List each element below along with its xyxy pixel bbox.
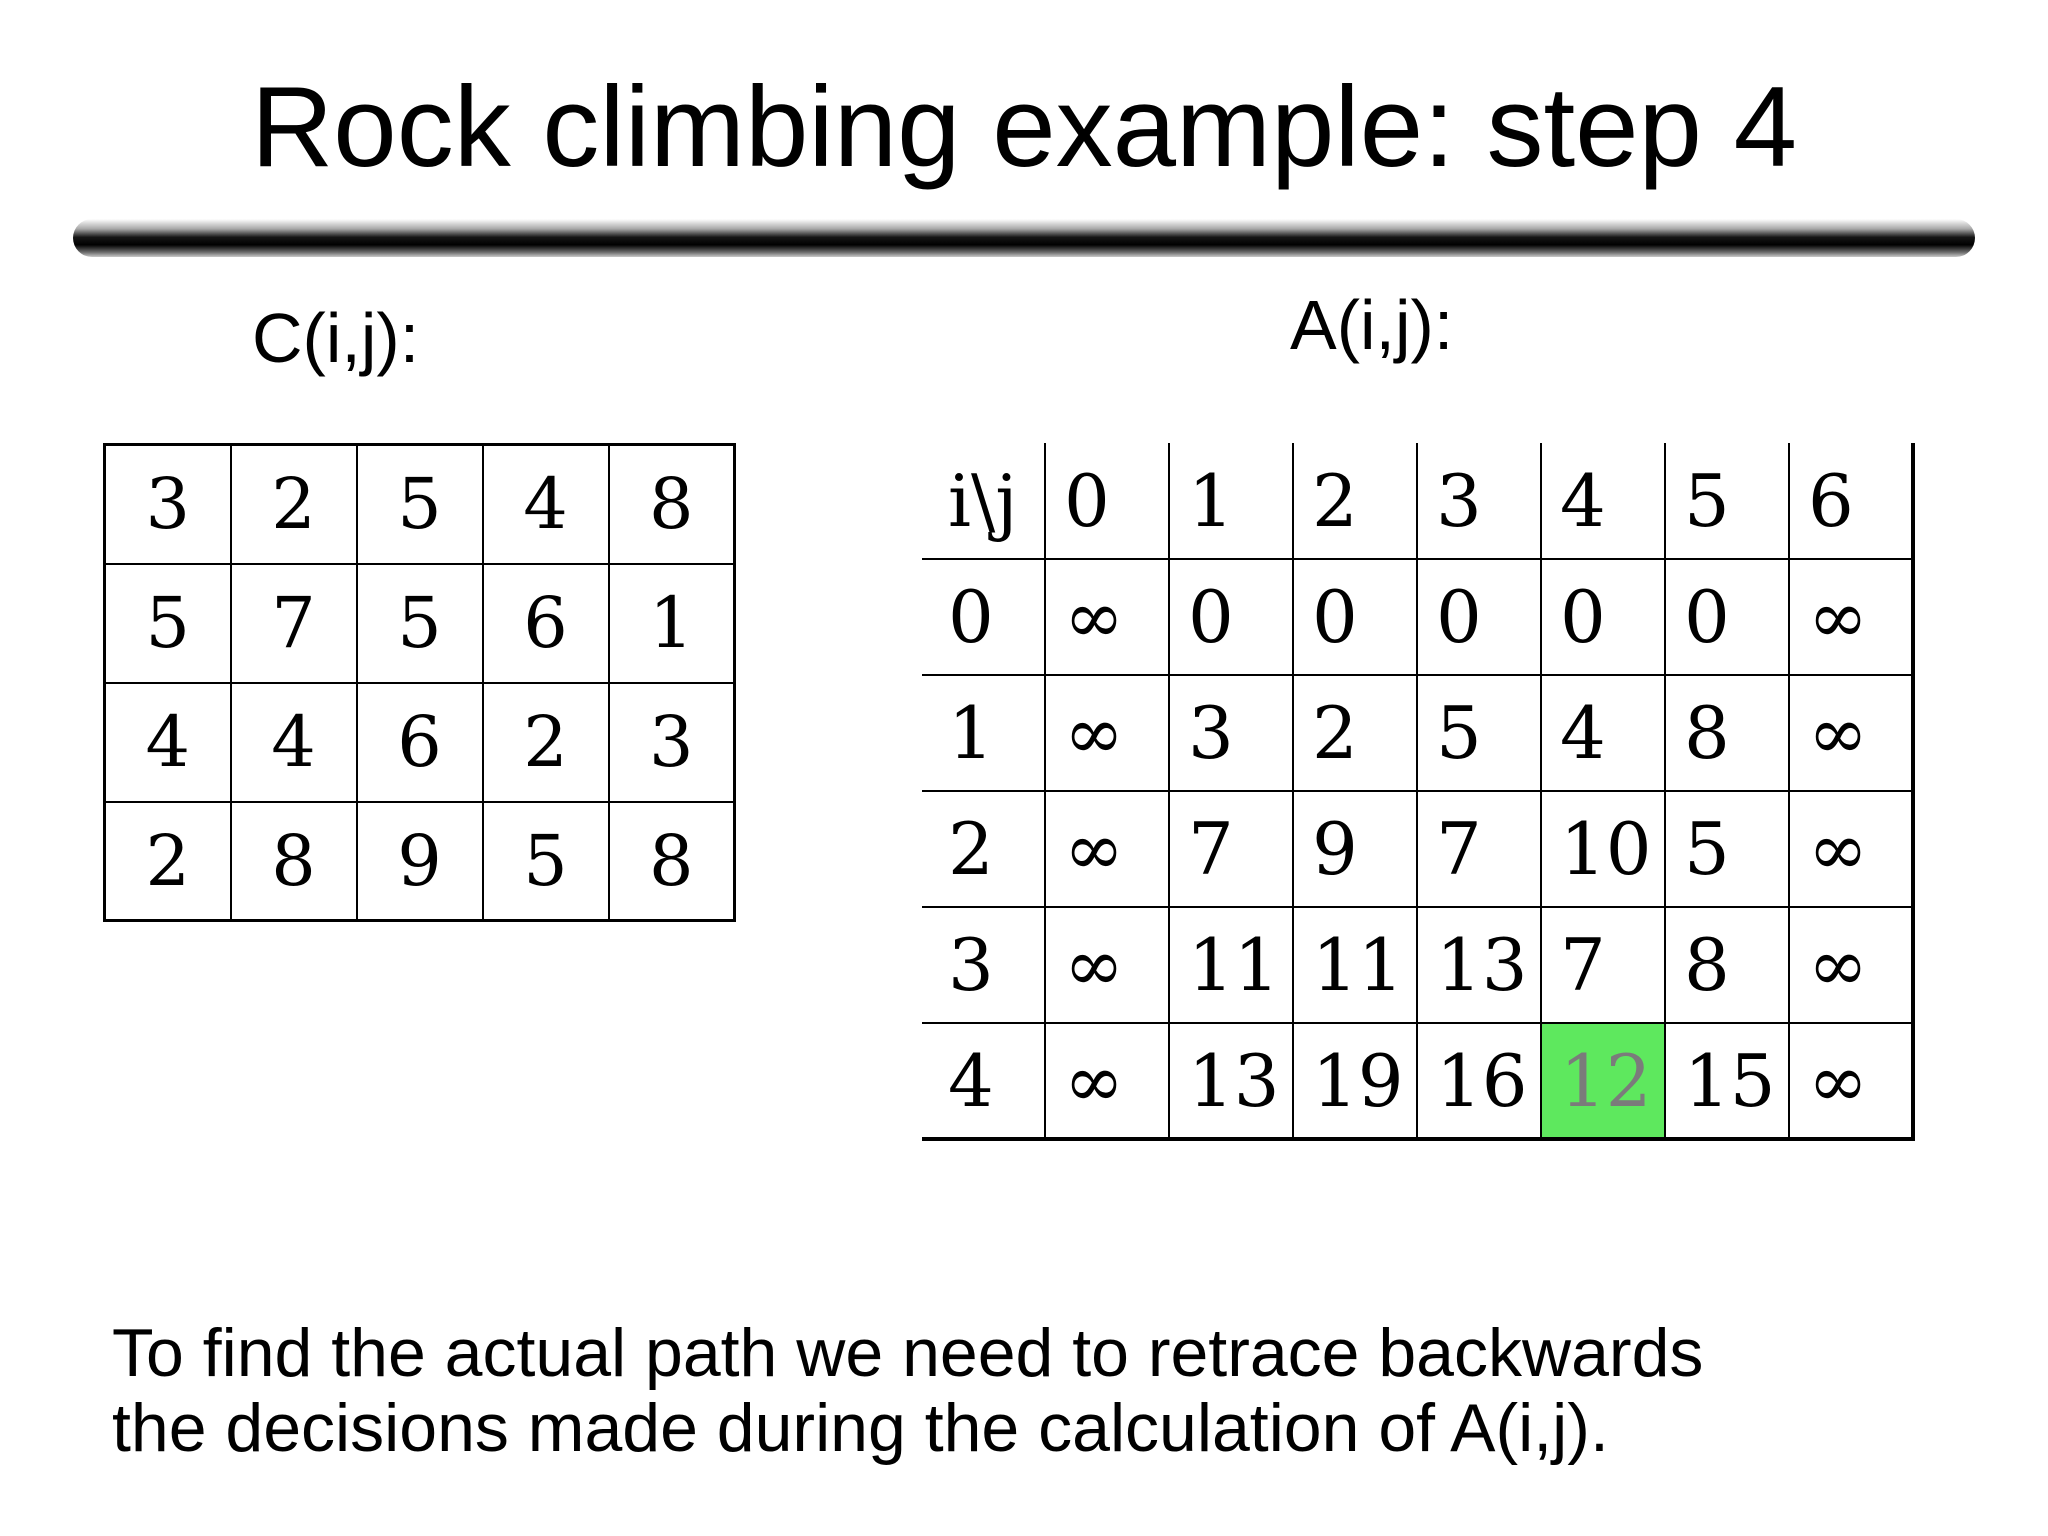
a-table-cell: ∞ [1044, 674, 1170, 792]
a-table-cell: 15 [1664, 1022, 1790, 1141]
a-table-row-label: 2 [922, 790, 1046, 908]
c-table-cell: 3 [607, 681, 736, 803]
c-table-cell: 3 [103, 443, 232, 565]
a-table-cell: ∞ [1044, 1022, 1170, 1141]
a-table-cell: 7 [1416, 790, 1542, 908]
c-table-cell: 9 [355, 800, 484, 922]
a-table-cell: ∞ [1044, 906, 1170, 1024]
a-table-cell: 9 [1292, 790, 1418, 908]
c-table-cell: 8 [229, 800, 358, 922]
a-table-cell: 8 [1664, 674, 1790, 792]
c-table-cell: 6 [481, 562, 610, 684]
a-table-cell: 5 [1664, 790, 1790, 908]
c-table-cell: 4 [229, 681, 358, 803]
a-table-cell: 4 [1540, 674, 1666, 792]
a-table-cell: 0 [1292, 558, 1418, 676]
a-table-cell: 7 [1168, 790, 1294, 908]
a-table-header-cell: 3 [1416, 443, 1542, 560]
a-table-cell: 10 [1540, 790, 1666, 908]
footer-text: To find the actual path we need to retra… [112, 1316, 1703, 1466]
a-table-cell: ∞ [1788, 558, 1915, 676]
a-table-cell: 5 [1416, 674, 1542, 792]
a-table-cell: ∞ [1044, 790, 1170, 908]
a-table-cell: 3 [1168, 674, 1294, 792]
a-table-cell: 16 [1416, 1022, 1542, 1141]
a-table-header-cell: 6 [1788, 443, 1915, 560]
a-table-cell: 0 [1416, 558, 1542, 676]
c-table-cell: 2 [229, 443, 358, 565]
a-table-highlight-cell: 12 [1540, 1022, 1666, 1141]
slide-title: Rock climbing example: step 4 [250, 64, 1797, 191]
a-table-cell: 0 [1664, 558, 1790, 676]
a-table-cell: ∞ [1788, 1022, 1915, 1141]
a-table-cell: ∞ [1788, 906, 1915, 1024]
footer-line-2: the decisions made during the calculatio… [112, 1390, 1609, 1466]
c-matrix-label: C(i,j): [252, 299, 420, 377]
a-table-row-label: 4 [922, 1022, 1046, 1141]
a-table-row-label: 1 [922, 674, 1046, 792]
c-table-cell: 1 [607, 562, 736, 684]
c-table-cell: 4 [481, 443, 610, 565]
c-table-cell: 5 [355, 562, 484, 684]
a-table-cell: 13 [1168, 1022, 1294, 1141]
a-table-cell: 19 [1292, 1022, 1418, 1141]
c-table-cell: 7 [229, 562, 358, 684]
a-table-row-label: 3 [922, 906, 1046, 1024]
a-table-cell: ∞ [1788, 674, 1915, 792]
a-table-header-cell: 2 [1292, 443, 1418, 560]
a-table-cell: 0 [1168, 558, 1294, 676]
a-table-corner-header-cell: i\j [922, 443, 1046, 560]
a-table-cell: 7 [1540, 906, 1666, 1024]
a-table-cell: 11 [1168, 906, 1294, 1024]
a-table-cell: 13 [1416, 906, 1542, 1024]
a-table-cell: 0 [1540, 558, 1666, 676]
a-table-cell: ∞ [1788, 790, 1915, 908]
a-table-row-label: 0 [922, 558, 1046, 676]
footer-line-1: To find the actual path we need to retra… [112, 1315, 1704, 1391]
a-table-header-cell: 4 [1540, 443, 1666, 560]
a-table-cell: 2 [1292, 674, 1418, 792]
c-table-cell: 2 [103, 800, 232, 922]
c-table-cell: 5 [103, 562, 232, 684]
a-table-cell: ∞ [1044, 558, 1170, 676]
title-divider-bar [73, 219, 1975, 257]
c-table-cell: 4 [103, 681, 232, 803]
a-table-cell: 11 [1292, 906, 1418, 1024]
a-table-header-cell: 5 [1664, 443, 1790, 560]
c-table-cell: 6 [355, 681, 484, 803]
c-table-cell: 5 [355, 443, 484, 565]
a-matrix-label: A(i,j): [1290, 286, 1454, 364]
c-table-cell: 5 [481, 800, 610, 922]
c-table-cell: 8 [607, 443, 736, 565]
a-table-header-cell: 1 [1168, 443, 1294, 560]
a-table-cell: 8 [1664, 906, 1790, 1024]
c-table-cell: 2 [481, 681, 610, 803]
c-table-cell: 8 [607, 800, 736, 922]
a-table-header-cell: 0 [1044, 443, 1170, 560]
